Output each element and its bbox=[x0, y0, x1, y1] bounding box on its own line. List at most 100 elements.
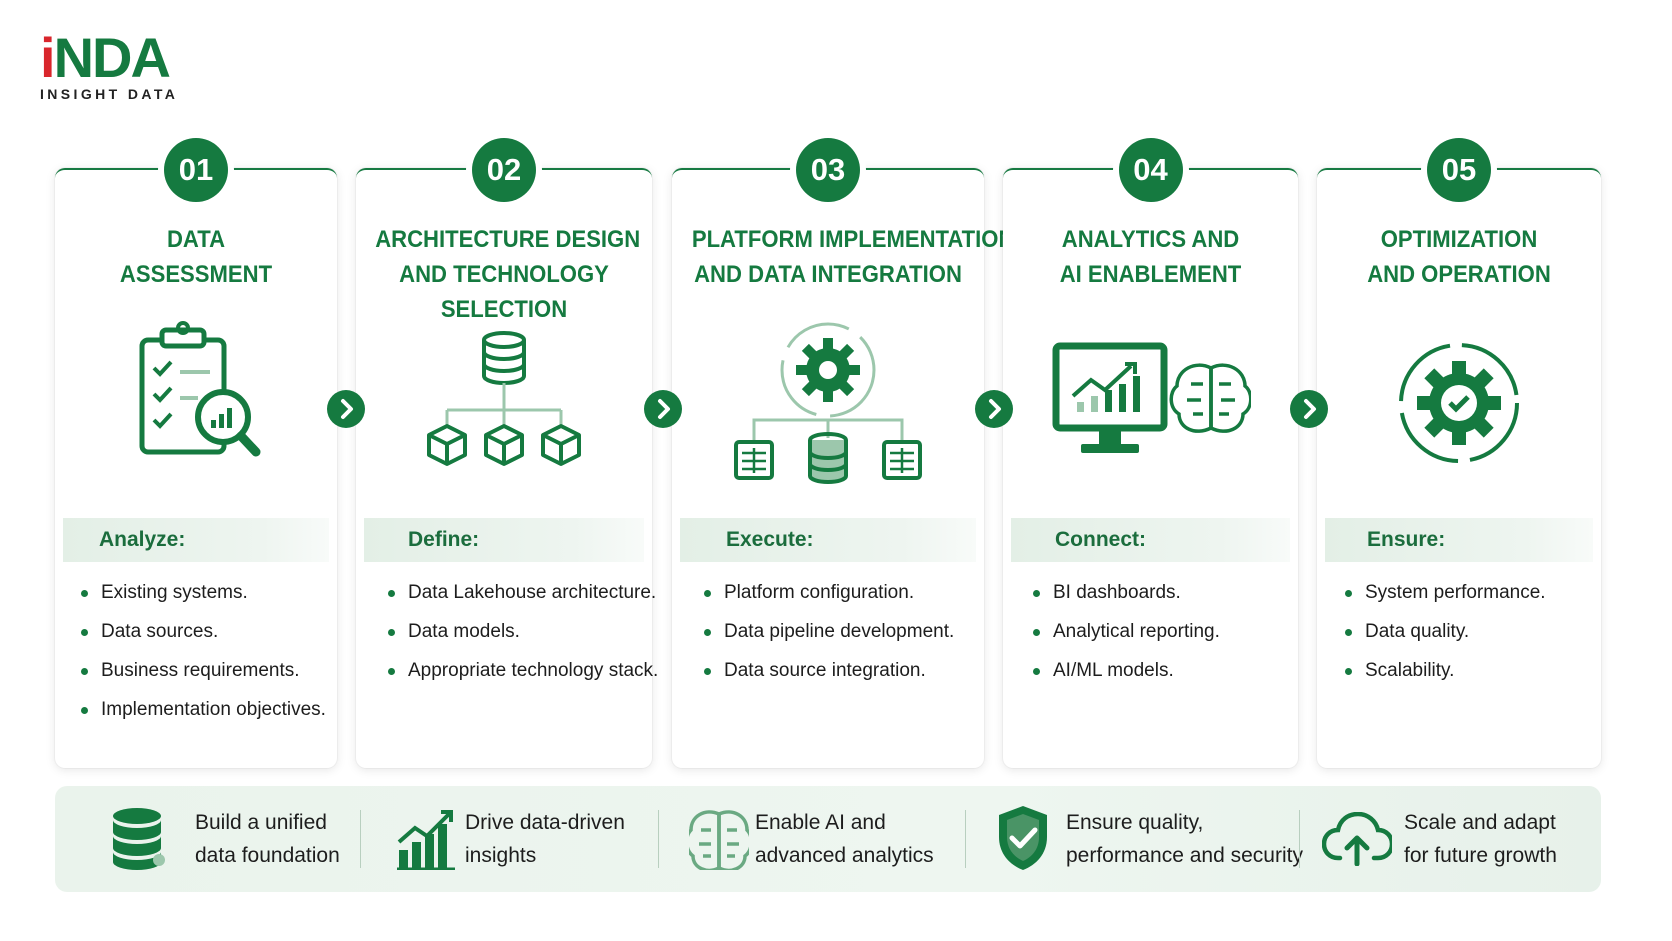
step-item-list: Existing systems. Data sources. Business… bbox=[79, 578, 331, 734]
logo-mark-accent: i bbox=[40, 26, 56, 89]
benefit-line: for future growth bbox=[1404, 844, 1557, 867]
chevron-right-icon bbox=[1290, 390, 1328, 428]
step-title: DATA ASSESSMENT bbox=[74, 222, 319, 292]
step-item-list: BI dashboards. Analytical reporting. AI/… bbox=[1031, 578, 1292, 695]
chevron-right-icon bbox=[644, 390, 682, 428]
bar-chart-growth-icon bbox=[397, 808, 457, 875]
list-item: Platform configuration. bbox=[702, 578, 978, 617]
step-verb-bar: Execute: bbox=[680, 518, 976, 562]
benefit-item: Ensure quality, performance and security bbox=[966, 786, 1303, 892]
step-verb-bar: Ensure: bbox=[1325, 518, 1593, 562]
step-number-badge: 05 bbox=[1427, 138, 1491, 202]
gear-check-cycle-icon bbox=[1317, 320, 1601, 500]
step-verb: Execute: bbox=[726, 528, 814, 551]
step-number-badge: 04 bbox=[1118, 138, 1183, 202]
step-title-line: DATA bbox=[166, 226, 226, 253]
logo-mark-text: NDA bbox=[53, 26, 171, 89]
benefit-text: Enable AI and advanced analytics bbox=[755, 806, 934, 872]
list-item: Data Lakehouse architecture. bbox=[386, 578, 656, 617]
benefit-line: Ensure quality, bbox=[1066, 811, 1204, 834]
benefit-text: Ensure quality, performance and security bbox=[1066, 806, 1303, 872]
list-item: Data quality. bbox=[1343, 617, 1595, 656]
step-verb-bar: Define: bbox=[364, 518, 644, 562]
step-card-4: 04 ANALYTICS AND AI ENABLEMENT C bbox=[1003, 138, 1298, 768]
benefit-line: insights bbox=[465, 844, 537, 867]
benefit-text: Build a unified data foundation bbox=[195, 806, 340, 872]
step-verb-bar: Connect: bbox=[1011, 518, 1290, 562]
step-verb: Ensure: bbox=[1367, 528, 1446, 551]
benefit-line: Enable AI and bbox=[755, 811, 886, 834]
divider bbox=[658, 810, 659, 868]
step-item-list: Data Lakehouse architecture. Data models… bbox=[386, 578, 658, 695]
list-item: Scalability. bbox=[1343, 656, 1595, 695]
benefit-line: Scale and adapt bbox=[1404, 811, 1556, 834]
list-item: Existing systems. bbox=[79, 578, 331, 617]
list-item: Implementation objectives. bbox=[79, 695, 331, 734]
benefit-item: Drive data-driven insights bbox=[361, 786, 651, 892]
list-item: Business requirements. bbox=[79, 656, 331, 695]
list-item: Data pipeline development. bbox=[702, 617, 978, 656]
shield-check-icon bbox=[996, 804, 1050, 877]
divider bbox=[1299, 810, 1300, 868]
cloud-upload-icon bbox=[1321, 811, 1395, 871]
benefit-text: Drive data-driven insights bbox=[465, 806, 625, 872]
list-item: Data source integration. bbox=[702, 656, 978, 695]
benefit-item: Enable AI and advanced analytics bbox=[659, 786, 959, 892]
step-title-line: ANALYTICS AND bbox=[1061, 226, 1240, 253]
step-title-line: AND OPERATION bbox=[1367, 261, 1551, 288]
list-item: Analytical reporting. bbox=[1031, 617, 1292, 656]
brain-icon bbox=[685, 808, 753, 875]
step-card-3: 03 PLATFORM IMPLEMENTATION AND DATA INTE… bbox=[672, 138, 1015, 768]
list-item: Appropriate technology stack. bbox=[386, 656, 658, 695]
step-verb-bar: Analyze: bbox=[63, 518, 329, 562]
step-title-line: AND TECHNOLOGY bbox=[399, 261, 609, 288]
step-card-5: 05 OPTIMIZATION AND OPERATION Ensure: Sy… bbox=[1317, 138, 1601, 768]
benefit-line: Drive data-driven bbox=[465, 811, 625, 834]
step-title-line: AND DATA INTEGRATION bbox=[694, 261, 962, 288]
step-item-list: Platform configuration. Data pipeline de… bbox=[702, 578, 978, 695]
step-card-1: 01 DATA ASSESSMENT Analyze: Existing sys… bbox=[55, 138, 337, 768]
database-architecture-icon bbox=[356, 320, 652, 500]
step-card-2: 02 ARCHITECTURE DESIGN AND TECHNOLOGY SE… bbox=[356, 138, 658, 768]
step-title-line: AI ENABLEMENT bbox=[1059, 261, 1242, 288]
clipboard-analysis-icon bbox=[55, 320, 337, 500]
logo: iNDA INSIGHT DATA bbox=[40, 30, 179, 103]
divider bbox=[965, 810, 966, 868]
database-icon bbox=[111, 806, 167, 877]
benefit-line: data foundation bbox=[195, 844, 340, 867]
step-title: ANALYTICS AND AI ENABLEMENT bbox=[1022, 222, 1279, 292]
step-title: ARCHITECTURE DESIGN AND TECHNOLOGY SELEC… bbox=[375, 222, 641, 327]
step-title: PLATFORM IMPLEMENTATION AND DATA INTEGRA… bbox=[692, 222, 1015, 292]
step-verb: Define: bbox=[408, 528, 480, 551]
step-title-line: SELECTION bbox=[440, 296, 568, 323]
logo-mark: iNDA bbox=[40, 30, 178, 86]
benefit-text: Scale and adapt for future growth bbox=[1404, 806, 1557, 872]
benefit-line: performance and security bbox=[1066, 844, 1303, 867]
gear-integration-icon bbox=[672, 320, 984, 500]
benefit-item: Scale and adapt for future growth bbox=[1300, 786, 1600, 892]
step-verb: Analyze: bbox=[99, 528, 186, 551]
logo-tagline: INSIGHT DATA bbox=[40, 86, 179, 102]
step-number-badge: 03 bbox=[796, 138, 860, 202]
step-title: OPTIMIZATION AND OPERATION bbox=[1336, 222, 1583, 292]
chevron-right-icon bbox=[327, 390, 365, 428]
divider bbox=[360, 810, 361, 868]
step-title-line: OPTIMIZATION bbox=[1380, 226, 1538, 253]
list-item: BI dashboards. bbox=[1031, 578, 1292, 617]
benefit-line: advanced analytics bbox=[755, 844, 934, 867]
chevron-right-icon bbox=[975, 390, 1013, 428]
benefit-line: Build a unified bbox=[195, 811, 327, 834]
step-verb: Connect: bbox=[1055, 528, 1146, 551]
step-title-line: ARCHITECTURE DESIGN bbox=[375, 226, 641, 253]
list-item: Data sources. bbox=[79, 617, 331, 656]
list-item: AI/ML models. bbox=[1031, 656, 1292, 695]
step-number-badge: 01 bbox=[164, 138, 228, 202]
step-item-list: System performance. Data quality. Scalab… bbox=[1343, 578, 1595, 695]
benefits-strip: Build a unified data foundation Drive da… bbox=[55, 786, 1601, 892]
step-title-line: ASSESSMENT bbox=[119, 261, 273, 288]
benefit-item: Build a unified data foundation bbox=[55, 786, 355, 892]
list-item: System performance. bbox=[1343, 578, 1595, 617]
monitor-chart-brain-icon bbox=[1003, 320, 1298, 500]
step-number-badge: 02 bbox=[472, 138, 536, 202]
list-item: Data models. bbox=[386, 617, 646, 656]
